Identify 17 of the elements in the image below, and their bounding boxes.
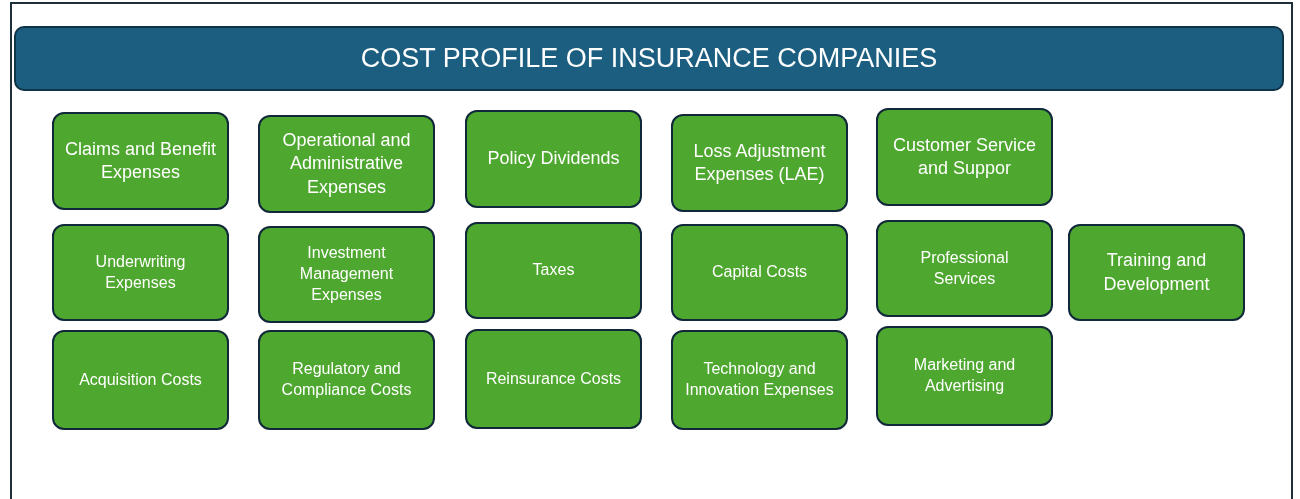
cost-category-box: Capital Costs xyxy=(671,224,848,321)
cost-category-box: Underwriting Expenses xyxy=(52,224,229,321)
cost-category-box: Marketing and Advertising xyxy=(876,326,1053,426)
cost-category-box: Loss Adjustment Expenses (LAE) xyxy=(671,114,848,212)
cost-category-box: Taxes xyxy=(465,222,642,319)
cost-category-box: Regulatory and Compliance Costs xyxy=(258,330,435,430)
title-banner: COST PROFILE OF INSURANCE COMPANIES xyxy=(14,26,1284,91)
cost-category-box: Policy Dividends xyxy=(465,110,642,208)
cost-category-box: Investment Management Expenses xyxy=(258,226,435,323)
cost-category-box: Training and Development xyxy=(1068,224,1245,321)
cost-category-box: Reinsurance Costs xyxy=(465,329,642,429)
cost-category-box: Customer Service and Suppor xyxy=(876,108,1053,206)
cost-category-box: Professional Services xyxy=(876,220,1053,317)
cost-category-box: Acquisition Costs xyxy=(52,330,229,430)
cost-category-box: Operational and Administrative Expenses xyxy=(258,115,435,213)
cost-category-box: Technology and Innovation Expenses xyxy=(671,330,848,430)
cost-category-box: Claims and Benefit Expenses xyxy=(52,112,229,210)
